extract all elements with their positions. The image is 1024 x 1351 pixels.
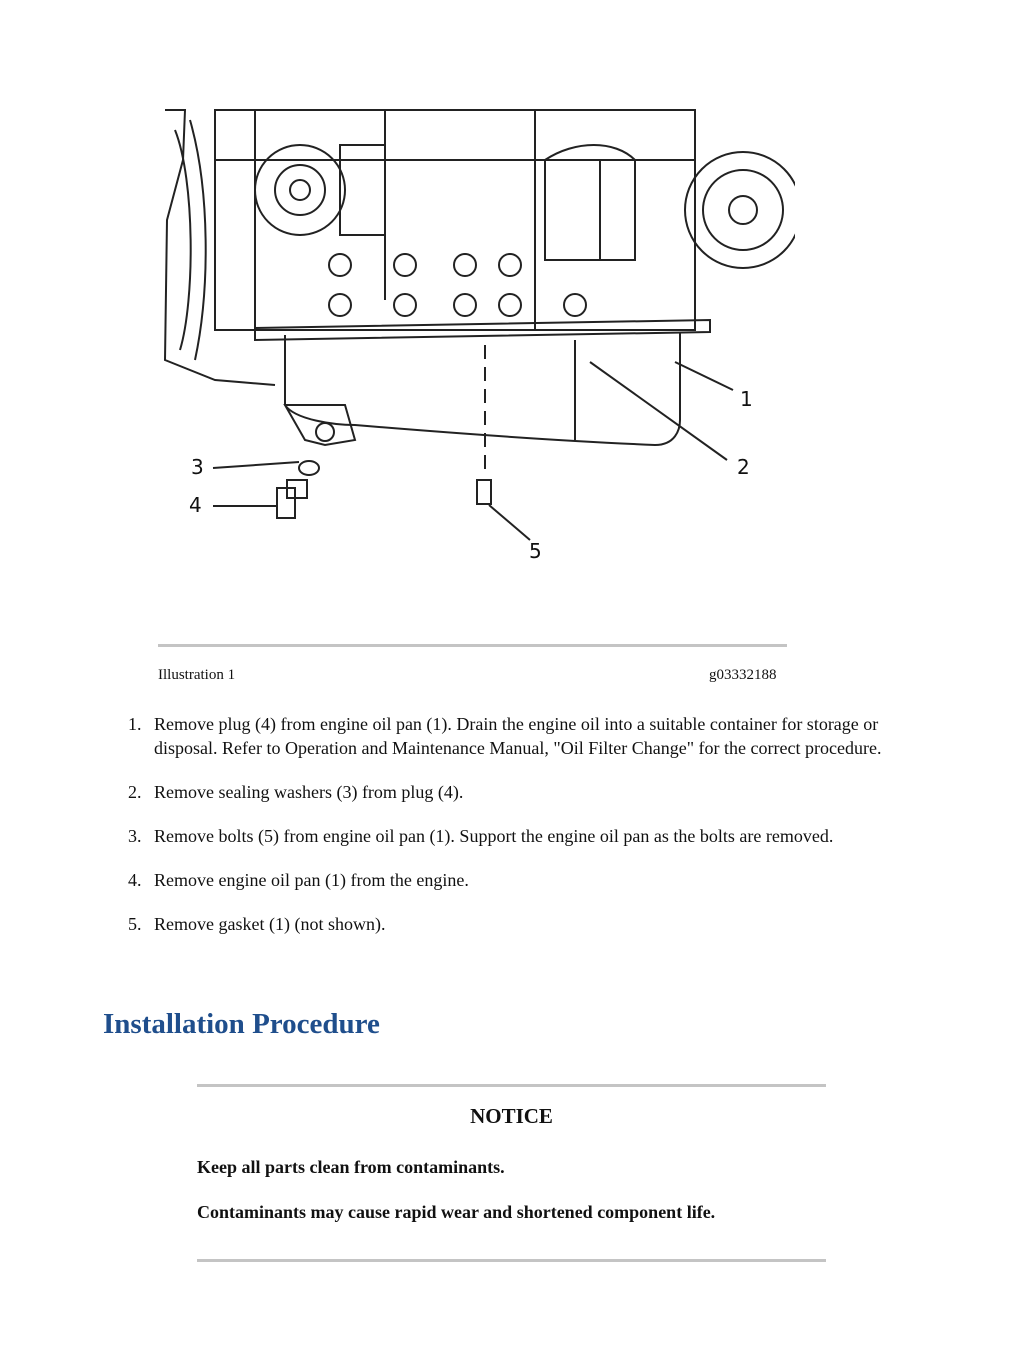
list-item: 5. Remove gasket (1) (not shown). bbox=[128, 912, 908, 936]
callout-5: 5 bbox=[529, 539, 542, 563]
callout-1: 1 bbox=[740, 387, 753, 411]
step-text: Remove sealing washers (3) from plug (4)… bbox=[154, 782, 464, 802]
step-number: 1. bbox=[128, 714, 142, 734]
notice-line: Keep all parts clean from contaminants. bbox=[197, 1157, 505, 1177]
step-number: 3. bbox=[128, 826, 142, 846]
figure-id: g03332188 bbox=[709, 667, 777, 683]
step-text: Remove engine oil pan (1) from the engin… bbox=[154, 870, 469, 890]
step-text: Remove bolts (5) from engine oil pan (1)… bbox=[154, 826, 834, 846]
list-item: 3. Remove bolts (5) from engine oil pan (… bbox=[128, 824, 908, 848]
callout-4: 4 bbox=[189, 493, 202, 517]
notice-title: NOTICE bbox=[470, 1104, 553, 1128]
notice-bottom-divider bbox=[197, 1259, 826, 1262]
list-item: 2. Remove sealing washers (3) from plug (… bbox=[128, 780, 908, 804]
step-number: 2. bbox=[128, 782, 142, 802]
figure-caption: Illustration 1 bbox=[158, 667, 236, 683]
step-text: Remove plug (4) from engine oil pan (1).… bbox=[154, 714, 882, 758]
step-number: 4. bbox=[128, 870, 142, 890]
removal-steps-list: 1. Remove plug (4) from engine oil pan (1… bbox=[128, 712, 908, 956]
section-title: Installation Procedure bbox=[103, 1008, 380, 1040]
engine-oil-pan-illustration: 1 2 3 4 5 bbox=[155, 100, 795, 620]
list-item: 4. Remove engine oil pan (1) from the eng… bbox=[128, 868, 908, 892]
step-text: Remove gasket (1) (not shown). bbox=[154, 914, 386, 934]
list-item: 1. Remove plug (4) from engine oil pan (1… bbox=[128, 712, 908, 760]
callout-2: 2 bbox=[737, 455, 750, 479]
engine-line-drawing: 1 2 3 4 5 bbox=[163, 109, 795, 563]
callout-3: 3 bbox=[191, 455, 204, 479]
step-number: 5. bbox=[128, 914, 142, 934]
notice-line: Contaminants may cause rapid wear and sh… bbox=[197, 1202, 716, 1222]
figure-divider bbox=[158, 644, 787, 647]
notice-top-divider bbox=[197, 1084, 826, 1087]
